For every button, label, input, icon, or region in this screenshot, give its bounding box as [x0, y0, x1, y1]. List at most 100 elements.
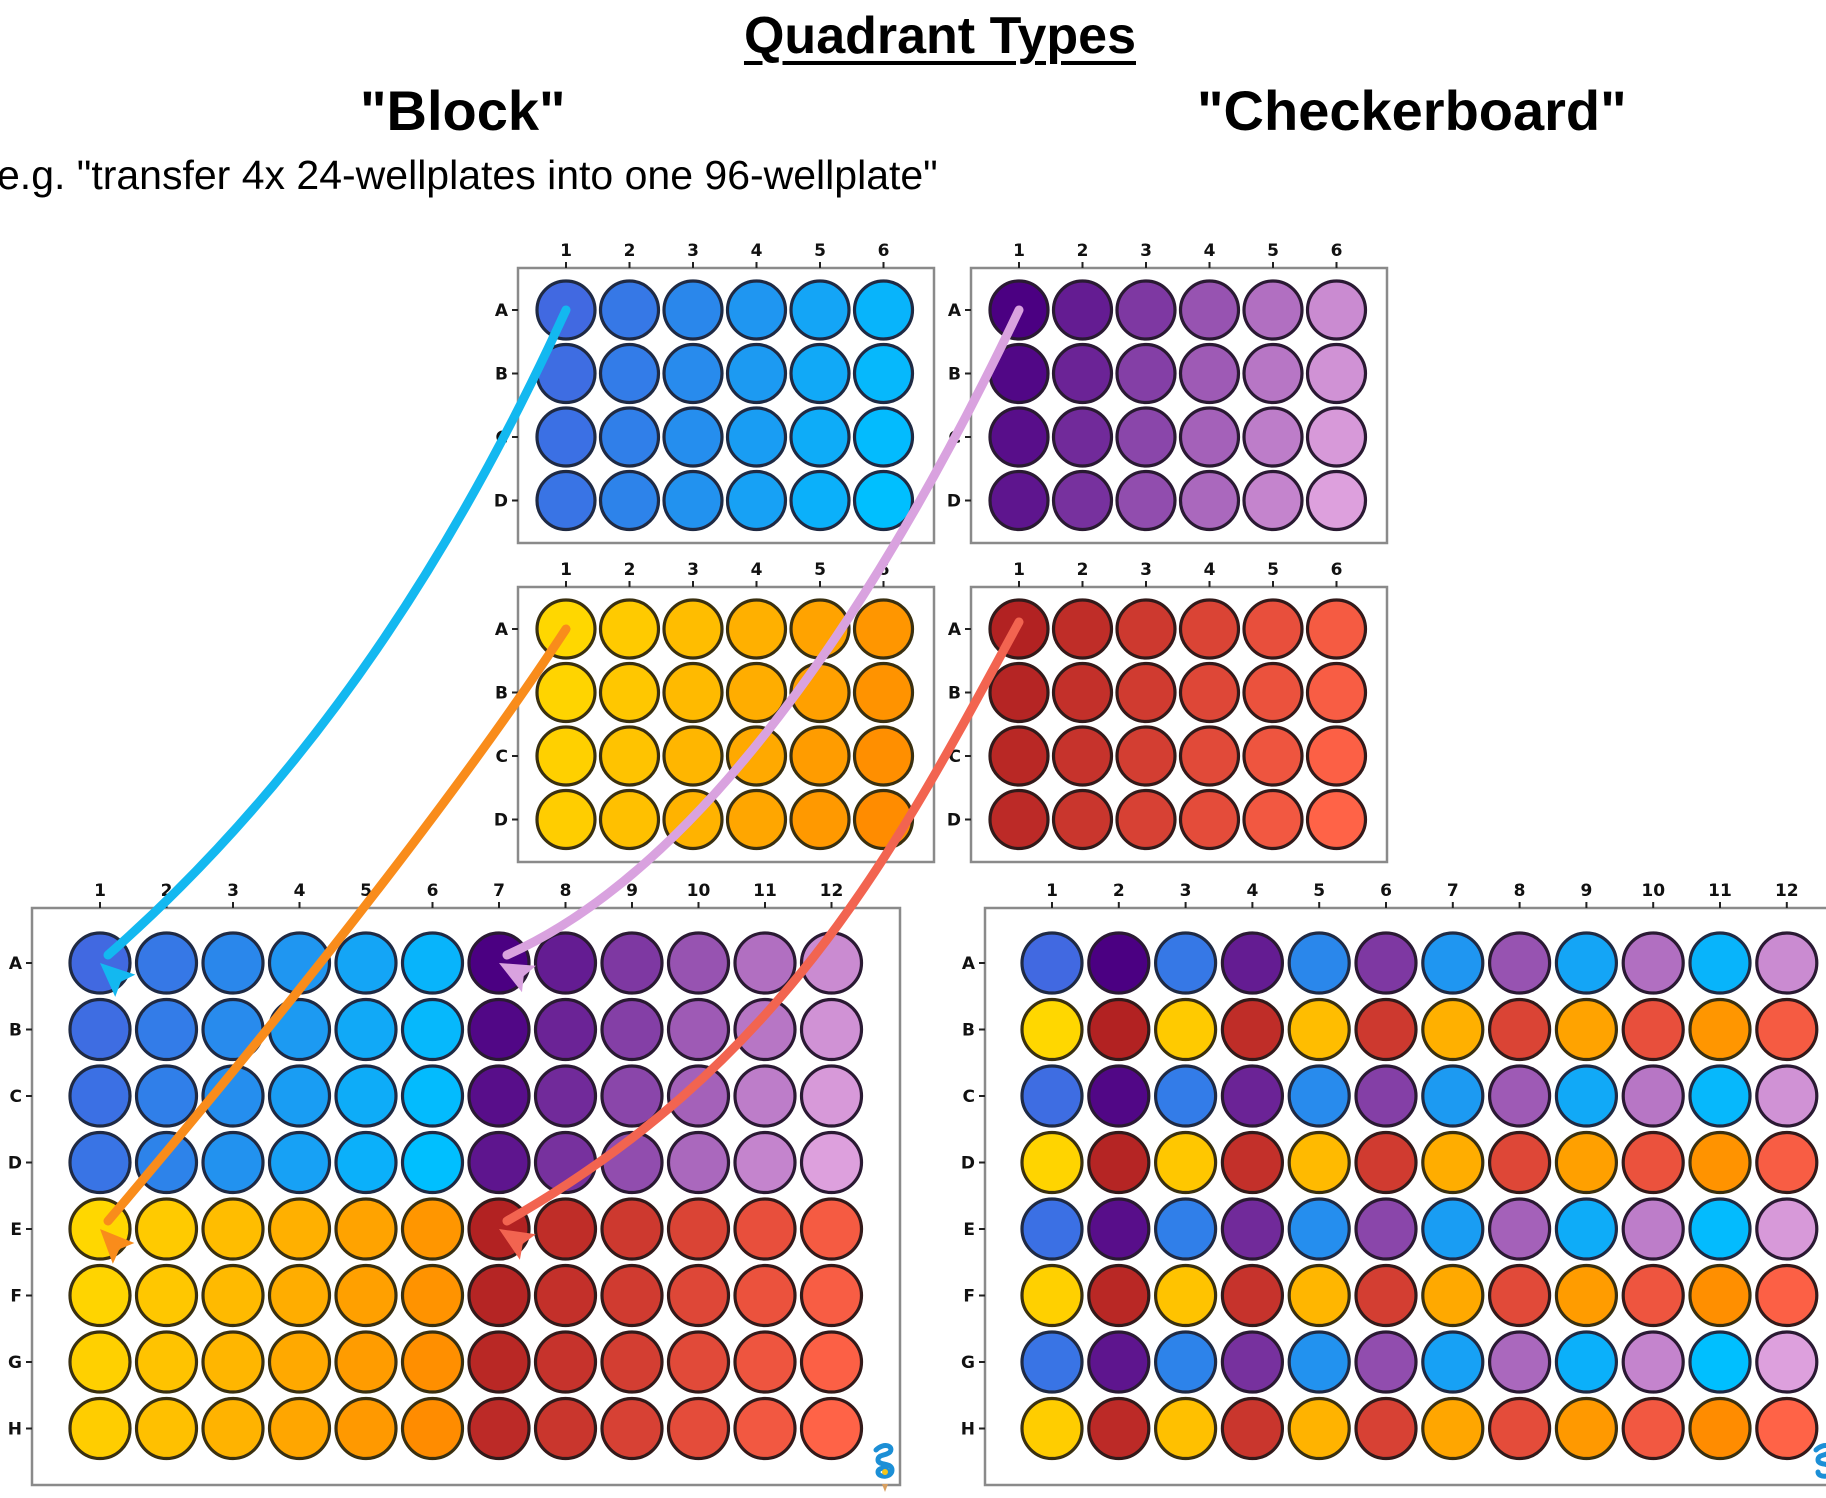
well-G5[interactable]: [334, 1330, 398, 1394]
well-D4[interactable]: [1220, 1130, 1285, 1195]
well-E11[interactable]: [1688, 1197, 1752, 1261]
well-C4[interactable]: [1178, 406, 1241, 468]
well-F5[interactable]: [334, 1263, 398, 1328]
well-C4[interactable]: [725, 406, 788, 468]
well-D3[interactable]: [662, 469, 724, 532]
well-C5[interactable]: [1287, 1064, 1351, 1128]
well-F4[interactable]: [267, 1263, 332, 1328]
well-H9[interactable]: [1554, 1396, 1619, 1461]
well-H8[interactable]: [1487, 1396, 1552, 1461]
well-F10[interactable]: [1621, 1263, 1685, 1328]
well-F1[interactable]: [68, 1263, 132, 1328]
well-A8[interactable]: [1487, 931, 1552, 995]
well-F8[interactable]: [533, 1263, 598, 1328]
well-A2[interactable]: [134, 931, 199, 995]
well-E9[interactable]: [600, 1197, 664, 1261]
well-H7[interactable]: [1421, 1396, 1485, 1461]
well-H5[interactable]: [334, 1396, 398, 1461]
well-G10[interactable]: [666, 1330, 731, 1394]
well-D6[interactable]: [1305, 788, 1368, 851]
well-D1[interactable]: [988, 788, 1050, 851]
well-A6[interactable]: [1305, 279, 1368, 341]
well-D5[interactable]: [789, 469, 851, 532]
well-D2[interactable]: [1087, 1130, 1151, 1195]
well-F2[interactable]: [1087, 1263, 1151, 1328]
well-C3[interactable]: [662, 725, 724, 787]
well-B5[interactable]: [789, 342, 851, 405]
well-C1[interactable]: [1020, 1064, 1084, 1128]
well-E6[interactable]: [1354, 1197, 1418, 1261]
well-A6[interactable]: [852, 279, 915, 341]
well-H2[interactable]: [134, 1396, 199, 1461]
well-E8[interactable]: [1487, 1197, 1552, 1261]
well-C1[interactable]: [988, 406, 1050, 468]
well-H5[interactable]: [1287, 1396, 1351, 1461]
well-B3[interactable]: [1115, 342, 1177, 405]
well-G11[interactable]: [733, 1330, 797, 1394]
well-E5[interactable]: [1287, 1197, 1351, 1261]
well-A2[interactable]: [598, 598, 661, 660]
well-C2[interactable]: [1087, 1064, 1151, 1128]
well-F9[interactable]: [1554, 1263, 1619, 1328]
well-H8[interactable]: [533, 1396, 598, 1461]
well-F3[interactable]: [201, 1263, 265, 1328]
well-E12[interactable]: [799, 1197, 864, 1261]
well-H9[interactable]: [600, 1396, 664, 1461]
well-F11[interactable]: [733, 1263, 797, 1328]
well-B4[interactable]: [725, 661, 788, 724]
well-A4[interactable]: [725, 598, 788, 660]
well-B8[interactable]: [1487, 997, 1552, 1062]
well-B10[interactable]: [1621, 997, 1685, 1062]
well-C4[interactable]: [267, 1064, 332, 1128]
well-B1[interactable]: [1020, 997, 1084, 1062]
well-D11[interactable]: [1688, 1130, 1752, 1195]
well-D6[interactable]: [852, 469, 915, 532]
well-G4[interactable]: [1220, 1330, 1285, 1394]
well-E3[interactable]: [201, 1197, 265, 1261]
well-B9[interactable]: [600, 997, 664, 1062]
well-C1[interactable]: [988, 725, 1050, 787]
well-A11[interactable]: [1688, 931, 1752, 995]
well-A6[interactable]: [1354, 931, 1418, 995]
well-E1[interactable]: [1020, 1197, 1084, 1261]
well-G7[interactable]: [467, 1330, 531, 1394]
well-C9[interactable]: [1554, 1064, 1619, 1128]
well-A3[interactable]: [201, 931, 265, 995]
well-E10[interactable]: [1621, 1197, 1685, 1261]
well-A5[interactable]: [1287, 931, 1351, 995]
well-C8[interactable]: [1487, 1064, 1552, 1128]
well-F5[interactable]: [1287, 1263, 1351, 1328]
well-H6[interactable]: [1354, 1396, 1418, 1461]
well-G3[interactable]: [1153, 1330, 1218, 1394]
well-D6[interactable]: [1305, 469, 1368, 532]
well-C4[interactable]: [725, 725, 788, 787]
well-D6[interactable]: [1354, 1130, 1418, 1195]
well-B11[interactable]: [1688, 997, 1752, 1062]
well-G4[interactable]: [267, 1330, 332, 1394]
well-C6[interactable]: [400, 1064, 465, 1128]
well-A12[interactable]: [1755, 931, 1819, 995]
well-D5[interactable]: [334, 1130, 398, 1195]
well-H12[interactable]: [799, 1396, 864, 1461]
well-H1[interactable]: [1020, 1396, 1084, 1461]
well-C6[interactable]: [1305, 725, 1368, 787]
well-A9[interactable]: [600, 931, 664, 995]
well-B10[interactable]: [666, 997, 731, 1062]
well-A4[interactable]: [1220, 931, 1285, 995]
well-C3[interactable]: [1115, 725, 1177, 787]
well-C1[interactable]: [68, 1064, 132, 1128]
well-B11[interactable]: [733, 997, 797, 1062]
well-C3[interactable]: [662, 406, 724, 468]
well-C2[interactable]: [598, 406, 661, 468]
well-D4[interactable]: [1178, 788, 1241, 851]
well-F1[interactable]: [1020, 1263, 1084, 1328]
well-F6[interactable]: [1354, 1263, 1418, 1328]
well-A3[interactable]: [1115, 279, 1177, 341]
well-D8[interactable]: [1487, 1130, 1552, 1195]
well-B5[interactable]: [334, 997, 398, 1062]
well-C11[interactable]: [733, 1064, 797, 1128]
well-H11[interactable]: [733, 1396, 797, 1461]
well-B6[interactable]: [1354, 997, 1418, 1062]
well-B2[interactable]: [1087, 997, 1151, 1062]
well-C3[interactable]: [1115, 406, 1177, 468]
